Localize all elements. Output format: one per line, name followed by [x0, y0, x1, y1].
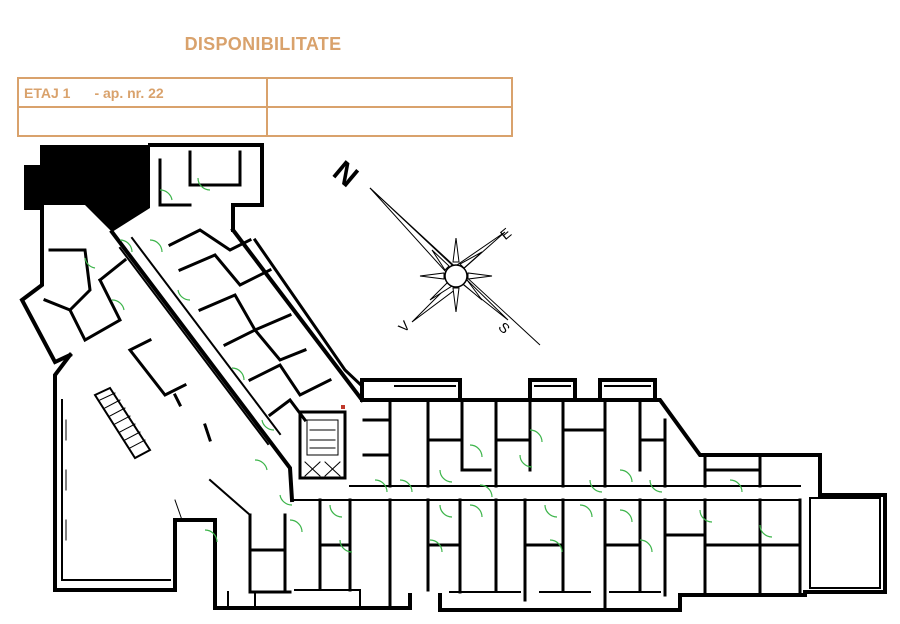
page-title: DISPONIBILITATE [184, 34, 342, 54]
floor-apartment-cell: ETAJ 1 - ap. nr. 22 [17, 77, 268, 108]
door-swings [84, 177, 773, 553]
compass-south-label: S [495, 319, 513, 337]
floor-label: ETAJ 1 [24, 84, 71, 101]
compass-north-label: N [326, 155, 364, 194]
table-row: ETAJ 1 - ap. nr. 22 [17, 77, 513, 108]
apartment-label: - ap. nr. 22 [94, 84, 164, 101]
table-cell [17, 106, 268, 137]
building-walls [19, 143, 887, 612]
table-cell [266, 106, 513, 137]
compass-west-label: V [395, 317, 413, 335]
highlighted-apartment [24, 145, 150, 232]
compass-rose: N E S V [326, 155, 541, 346]
availability-table: ETAJ 1 - ap. nr. 22 [17, 77, 513, 137]
location-marker [341, 405, 345, 409]
compass-east-label: E [497, 224, 514, 242]
table-row [17, 106, 513, 137]
table-cell [266, 77, 513, 108]
